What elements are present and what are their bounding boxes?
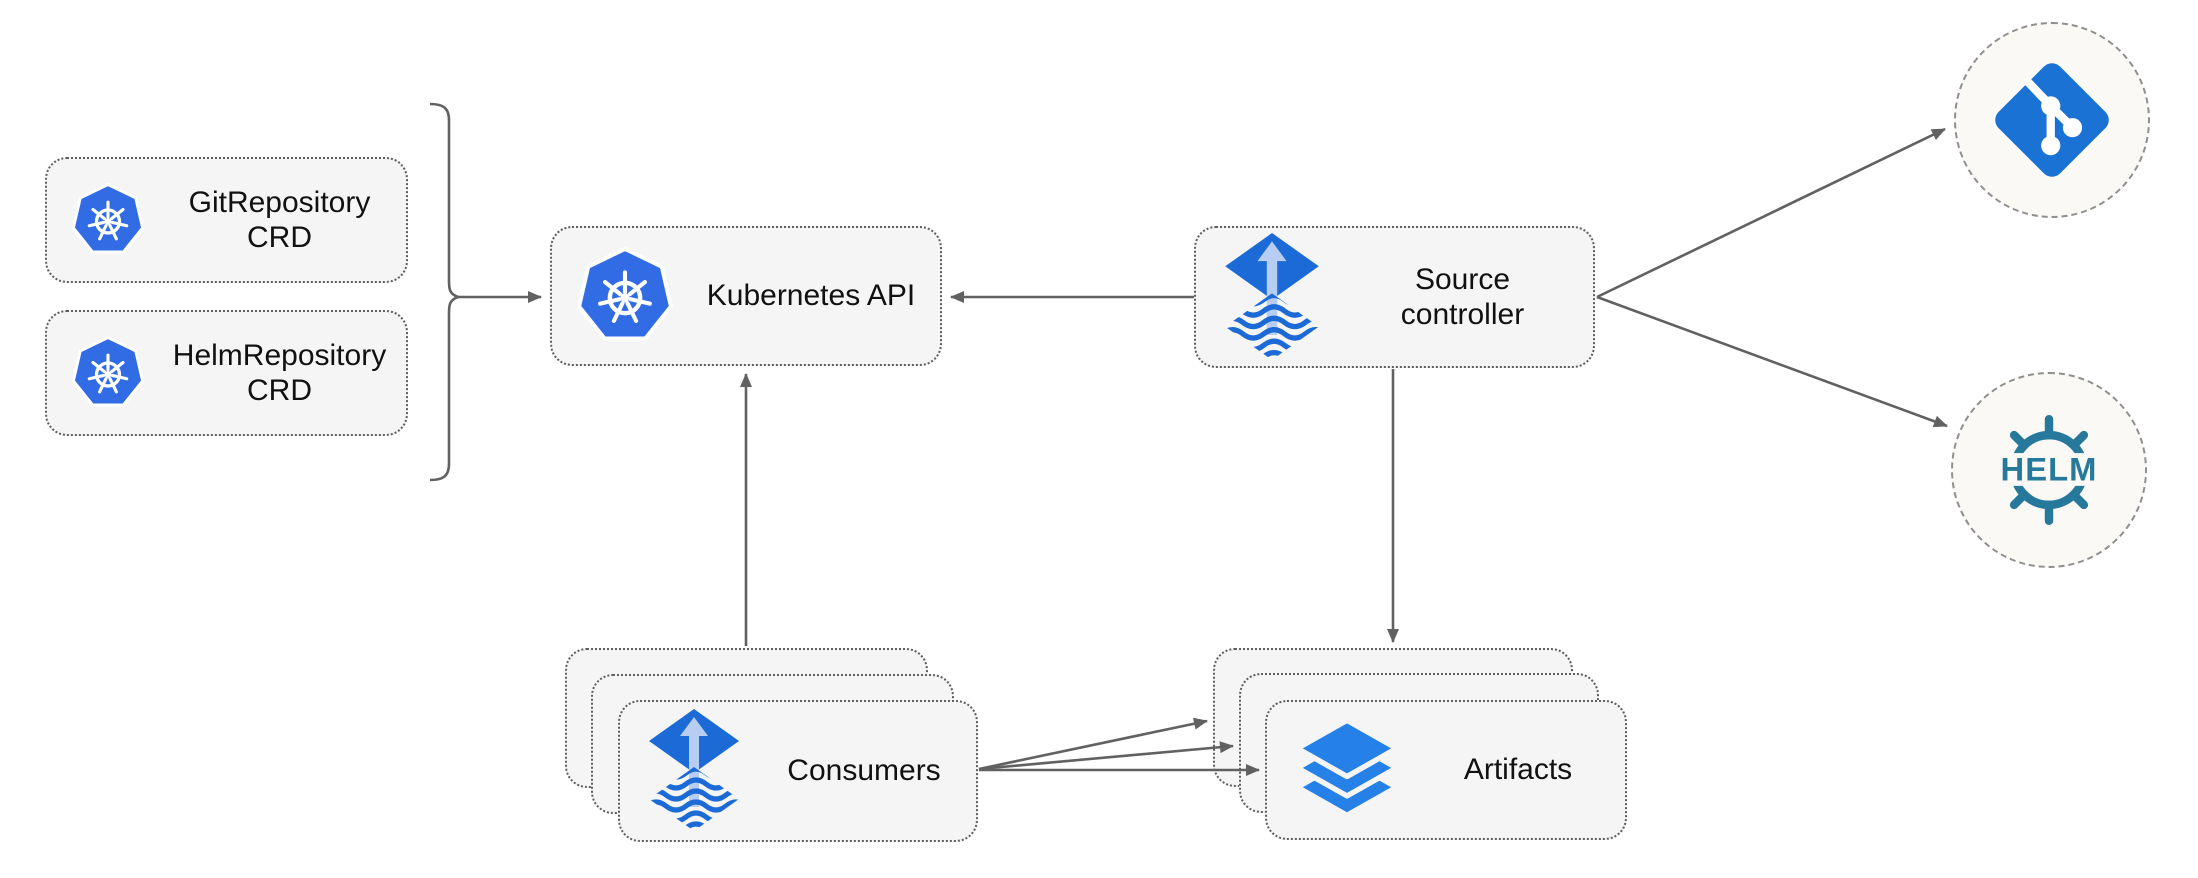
edge-source-controller-to-helm [1596, 295, 1948, 428]
flux-source-icon [644, 709, 744, 833]
kubernetes-icon [71, 336, 145, 410]
node-helm-repository-crd[interactable]: HelmRepository CRD [45, 310, 408, 436]
node-label: Source controller [1400, 262, 1525, 331]
node-label: HelmRepository CRD [172, 338, 387, 407]
layers-icon [1291, 716, 1403, 824]
kubernetes-icon [71, 183, 145, 257]
edge-source-controller-to-git [1596, 127, 1946, 299]
edge-consumers-to-artifacts-2 [978, 741, 1234, 771]
node-helm-remote[interactable]: HELM [1951, 372, 2147, 568]
node-artifacts[interactable]: Artifacts [1265, 700, 1627, 840]
node-label: Kubernetes API [706, 279, 916, 313]
helm-icon: HELM [1975, 396, 2123, 544]
node-git-repository-crd[interactable]: GitRepository CRD [45, 157, 408, 283]
node-git-remote[interactable] [1954, 22, 2150, 218]
node-label: Artifacts [1463, 753, 1573, 787]
crd-group-brace [429, 102, 462, 482]
node-consumers[interactable]: Consumers [618, 700, 978, 842]
git-icon [1988, 56, 2116, 184]
kubernetes-icon [576, 247, 674, 345]
node-source-controller[interactable]: Source controller [1194, 226, 1595, 368]
node-label: GitRepository CRD [188, 185, 371, 254]
node-label: Consumers [787, 754, 941, 788]
edge-consumers-to-artifacts-1 [978, 717, 1208, 771]
node-kubernetes-api[interactable]: Kubernetes API [550, 226, 942, 366]
flux-source-icon [1220, 233, 1324, 362]
helm-logo-text: HELM [2000, 451, 2097, 488]
